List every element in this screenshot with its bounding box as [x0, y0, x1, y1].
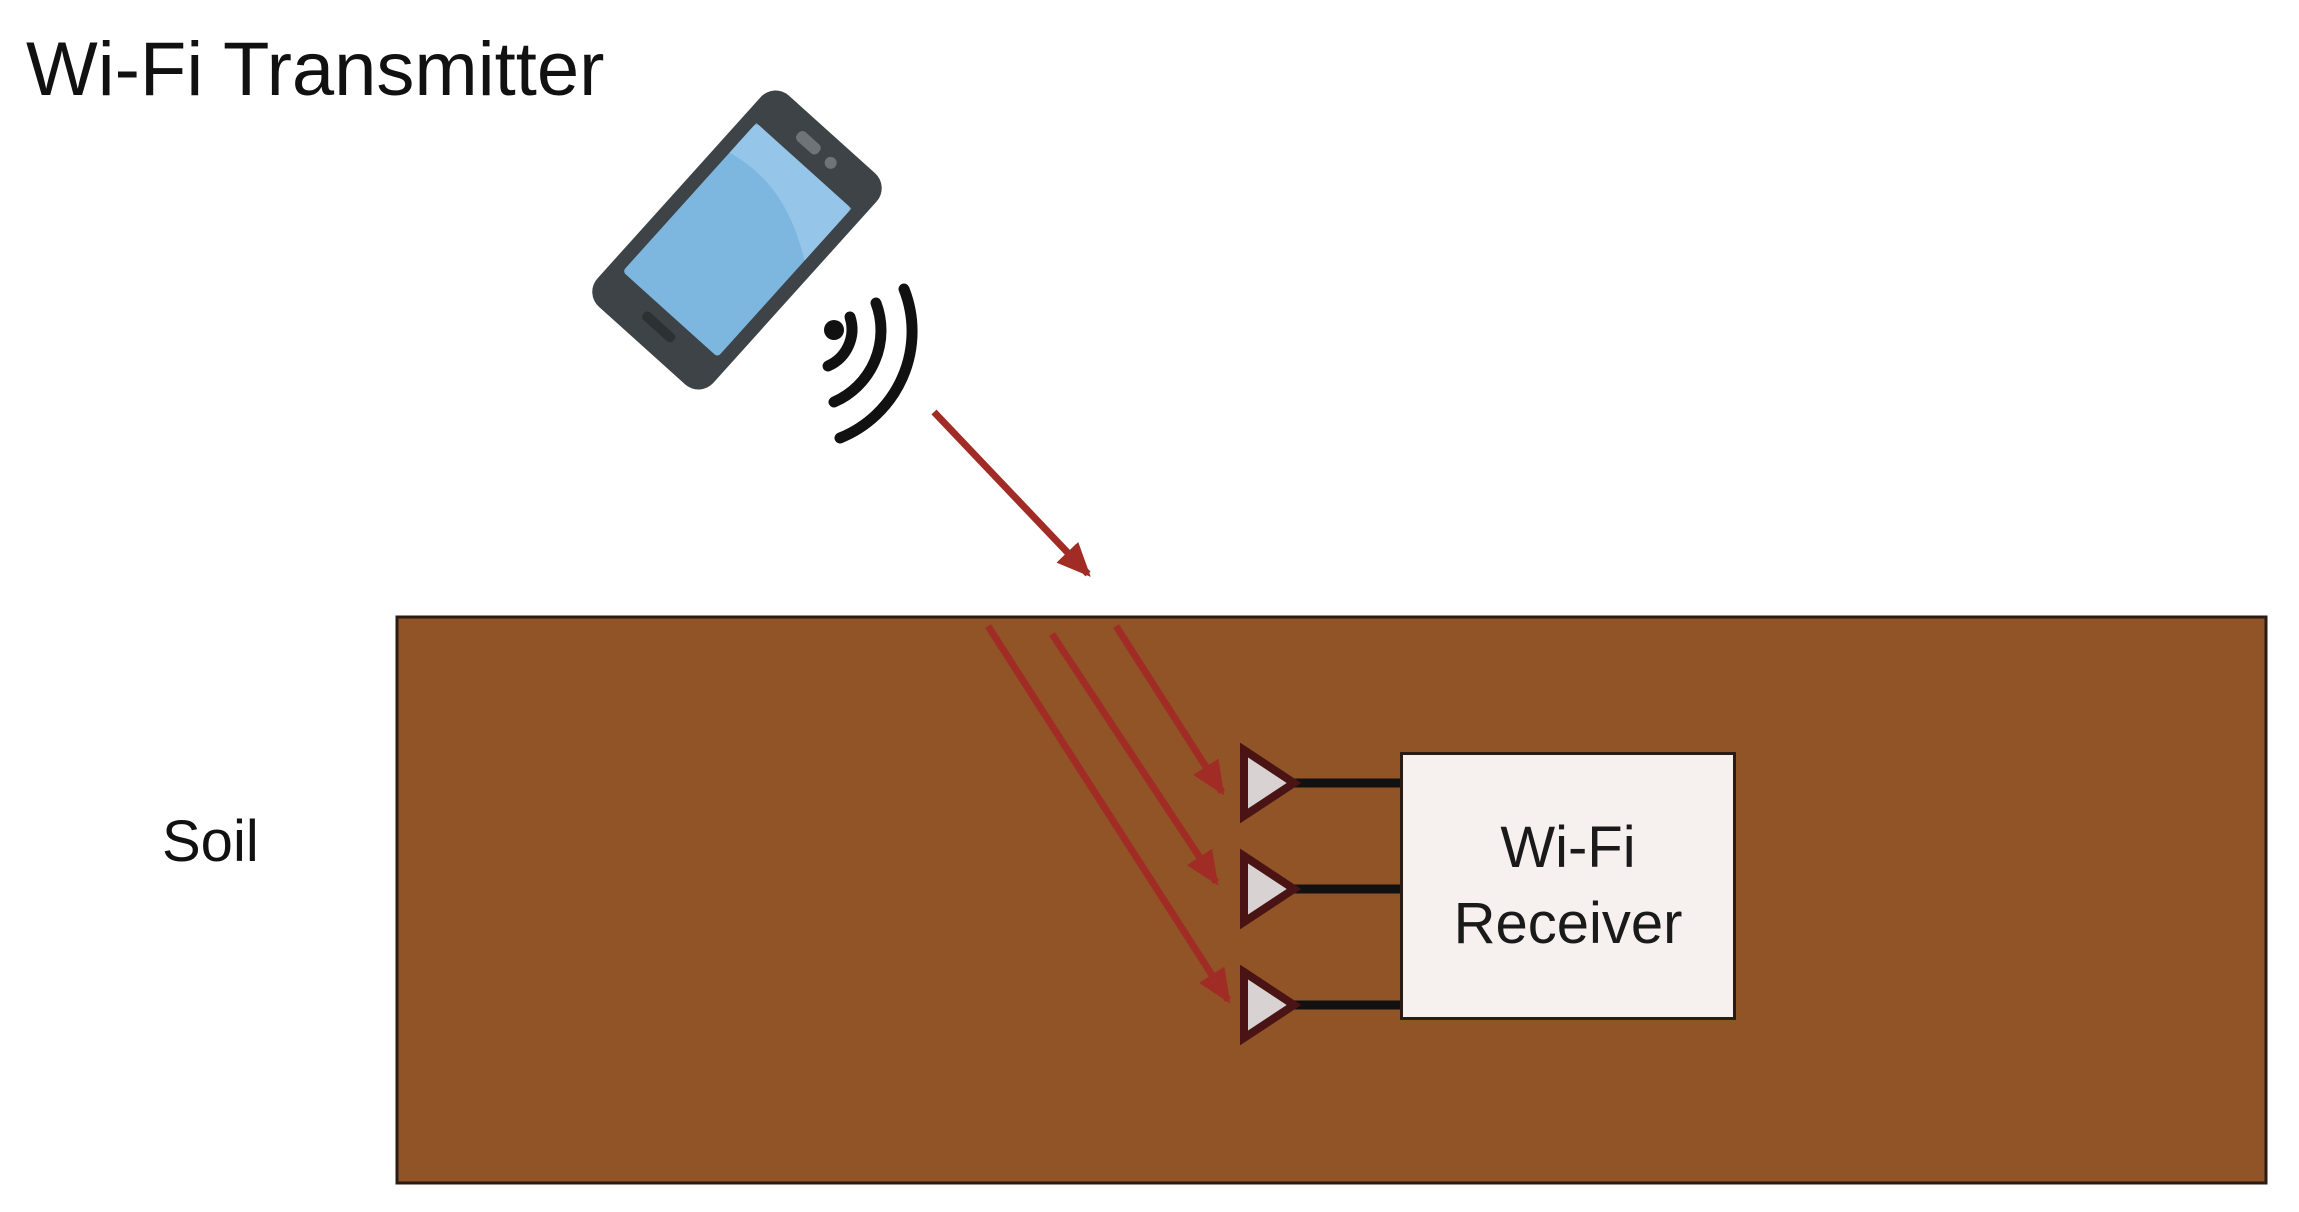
refracted-signal-arrow [985, 624, 1231, 1004]
soil-label: Soil [162, 809, 259, 874]
refracted-signal-arrow [1113, 624, 1225, 796]
refracted-signal-arrow [1049, 632, 1219, 886]
wifi-signal-icon [822, 283, 918, 444]
transmitter-title: Wi-Fi Transmitter [26, 27, 605, 112]
soil-region [395, 615, 2268, 1185]
antenna-icon [1240, 848, 1302, 930]
antenna-icon [1240, 964, 1302, 1046]
antenna-icon [1240, 742, 1302, 824]
smartphone-icon [592, 90, 882, 390]
incident-signal-arrow [931, 409, 1091, 577]
wifi-receiver-box: Wi-Fi Receiver [1400, 752, 1736, 1020]
receiver-label: Wi-Fi Receiver [1453, 815, 1683, 956]
